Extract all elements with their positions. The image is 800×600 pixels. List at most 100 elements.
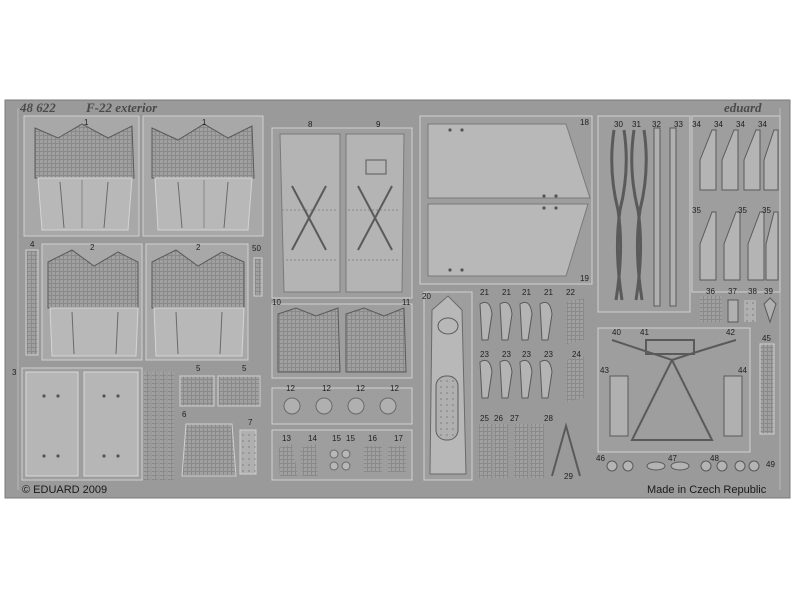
part-number: 16 [368,434,377,443]
part-number: 1 [202,118,207,127]
part-number: 38 [748,287,757,296]
part-30 [610,129,628,301]
part-1-right [142,115,264,237]
part-26 [494,424,508,478]
part-number: 32 [652,120,661,129]
part-22 [566,298,584,344]
part-number: 25 [480,414,489,423]
part-number: 5 [242,364,247,373]
part-number: 26 [494,414,503,423]
brand-logo: eduard [724,100,762,115]
part-32 [653,127,661,307]
part-number: 45 [762,334,771,343]
part-number: 31 [632,120,641,129]
part-43 [609,375,629,437]
part-number: 50 [252,244,261,253]
part-number: 34 [736,120,745,129]
part-50 [253,257,263,297]
part-number: 19 [580,274,589,283]
part-number: 21 [480,288,489,297]
part-25 [478,424,492,478]
part-number: 30 [614,120,623,129]
part-14 [300,444,318,476]
part-29 [551,422,581,477]
set-number: 48 622 [20,100,56,115]
part-2-right [145,243,249,361]
part-16 [364,446,382,472]
part-15 [329,449,351,471]
part-5-left [179,375,215,407]
part-24 [566,356,584,402]
part-45 [759,343,775,435]
part-number: 41 [640,328,649,337]
part-number: 11 [402,298,411,307]
part-number: 20 [422,292,431,301]
part-number: 6 [182,410,187,419]
parts-35 [699,211,779,281]
parts-46-49 [606,460,760,472]
part-number: 12 [286,384,295,393]
part-number: 13 [282,434,291,443]
part-4 [25,249,39,356]
copyright-text: © EDUARD 2009 [22,484,108,496]
part-number: 23 [480,350,489,359]
part-number: 12 [390,384,399,393]
part-number: 7 [248,418,253,427]
part-number: 34 [758,120,767,129]
part-number: 5 [196,364,201,373]
part-number: 23 [544,350,553,359]
part-number: 22 [566,288,575,297]
part-39 [763,297,777,324]
part-31 [630,129,648,301]
part-28 [530,424,544,478]
part-number: 21 [502,288,511,297]
part-5-right [217,375,261,407]
part-13 [278,444,298,476]
part-number: 40 [612,328,621,337]
part-number: 37 [728,287,737,296]
part-number: 35 [762,206,771,215]
part-11 [345,307,407,373]
part-10 [277,307,341,373]
part-38 [744,300,756,322]
part-44 [723,375,743,437]
parts-34 [699,129,779,191]
part-number: 15 [346,434,355,443]
part-17 [388,446,406,472]
part-number: 2 [90,243,95,252]
part-2-left [41,243,143,361]
part-number: 35 [738,206,747,215]
part-number: 14 [308,434,317,443]
part-number: 12 [322,384,331,393]
part-number: 43 [600,366,609,375]
set-title: F-22 exterior [86,100,158,115]
part-number: 21 [544,288,553,297]
part-number: 42 [726,328,735,337]
part-number: 24 [572,350,581,359]
part-number: 2 [196,243,201,252]
part-33 [669,127,677,307]
part-number: 49 [766,460,775,469]
part-6 [181,423,237,477]
part-number: 18 [580,118,589,127]
part-number: 15 [332,434,341,443]
part-number: 4 [30,240,35,249]
part-number: 48 [710,454,719,463]
parts-12 [283,397,397,415]
part-number: 39 [764,287,773,296]
part-27 [514,424,528,478]
part-number: 33 [674,120,683,129]
part-7 [239,429,257,475]
parts-21 [479,301,553,341]
part-number: 9 [376,120,381,129]
part-number: 8 [308,120,313,129]
part-number: 10 [272,298,281,307]
part-number: 36 [706,287,715,296]
part-1-left [23,115,140,237]
part-number: 44 [738,366,747,375]
part-number: 23 [522,350,531,359]
parts-18-19 [419,115,593,285]
part-number: 12 [356,384,365,393]
part-36 [700,296,722,322]
